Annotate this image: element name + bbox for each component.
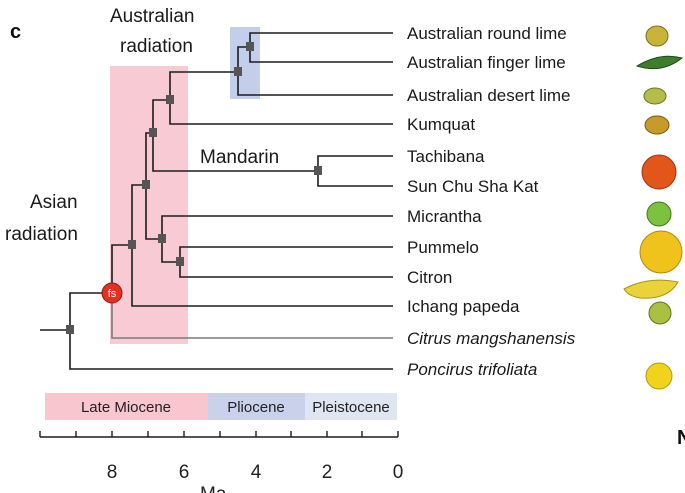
australian-clade-label-line1: Australian [110, 6, 195, 27]
tree-branches [40, 33, 393, 369]
taxon-label: Australian round lime [407, 24, 567, 43]
taxon-label: Pummelo [407, 238, 479, 257]
pliocene-label: Pliocene [227, 399, 285, 416]
taxon-label: Tachibana [407, 147, 485, 166]
australian-clade-label-line2: radiation [120, 36, 193, 57]
taxon-label: Micrantha [407, 207, 482, 226]
axis-tick-label: 6 [179, 462, 190, 483]
taxon-label: Sun Chu Sha Kat [407, 177, 539, 196]
taxon-label: Ichang papeda [407, 297, 520, 316]
late-miocene-label: Late Miocene [81, 399, 171, 416]
taxon-label: Citron [407, 268, 452, 287]
taxon-label: Kumquat [407, 115, 475, 134]
taxon-label: Poncirus trifoliata [407, 360, 537, 379]
tachibana-fruit [642, 155, 676, 189]
pliocene-band [230, 27, 260, 99]
axis-tick-label: 0 [393, 462, 404, 483]
kumquat-fruit [645, 116, 669, 134]
desert-lime-fruit [644, 88, 666, 104]
axis-tick-label: 8 [107, 462, 118, 483]
mandarin-clade-label: Mandarin [200, 147, 279, 168]
taxon-label: Australian desert lime [407, 86, 570, 105]
pleistocene-label: Pleistocene [312, 399, 390, 416]
micrantha-fruit [647, 202, 671, 226]
axis-unit-label: Ma [200, 484, 227, 493]
taxon-labels: Australian round lime Australian finger … [407, 24, 576, 379]
round-lime-fruit [646, 26, 668, 46]
fruit-images [624, 26, 682, 389]
axis-tick-label: 4 [251, 462, 262, 483]
asian-clade-label-line2: radiation [5, 224, 78, 245]
late-miocene-band [110, 66, 188, 344]
time-axis: 8 6 4 2 0 Ma [40, 431, 403, 493]
asian-clade-label-line1: Asian [30, 192, 78, 213]
panel-label: c [10, 21, 21, 43]
fs-marker-label: fs [108, 288, 117, 300]
papeda-fruit [649, 302, 671, 324]
fs-node-marker: fs [102, 283, 122, 303]
citron-fruit [624, 280, 678, 298]
finger-lime-fruit [637, 56, 682, 68]
next-panel-label-fragment: N [677, 427, 685, 449]
poncirus-fruit [646, 363, 672, 389]
epoch-bar: Late Miocene Pliocene Pleistocene [45, 393, 397, 420]
axis-tick-label: 2 [322, 462, 333, 483]
taxon-label: Citrus mangshanensis [407, 329, 576, 348]
taxon-label: Australian finger lime [407, 53, 566, 72]
pummelo-fruit [640, 231, 682, 273]
